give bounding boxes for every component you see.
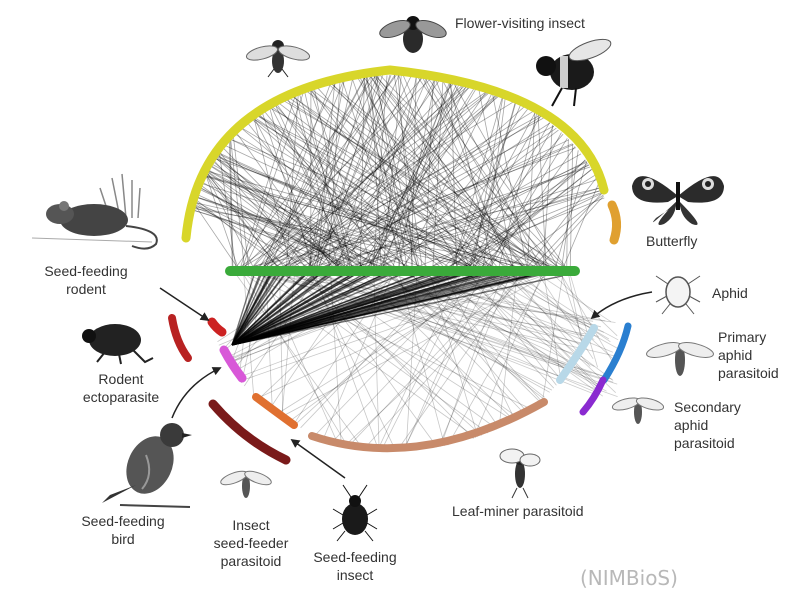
aphid-icon xyxy=(656,276,700,314)
butterfly-icon xyxy=(632,176,724,225)
beetle-icon xyxy=(333,485,377,541)
wasp-icon xyxy=(645,340,715,376)
label-secondary-aphid-parasitoid: Secondary aphid parasitoid xyxy=(674,398,741,452)
flea-icon xyxy=(82,324,153,364)
seed-feeding-rodent-arc xyxy=(212,322,222,332)
bee-icon xyxy=(378,16,449,53)
rodent-arrow xyxy=(160,288,208,320)
aphid-arrow xyxy=(592,292,652,318)
fly-icon xyxy=(245,40,311,77)
mouse-icon xyxy=(32,174,157,249)
wasp-icon xyxy=(500,449,540,498)
label-seed-feeding-insect: Seed-feeding insect xyxy=(300,548,410,584)
bird-icon xyxy=(102,423,192,507)
label-primary-aphid-parasitoid: Primary aphid parasitoid xyxy=(718,328,798,382)
label-rodent-ectoparasite: Rodent ectoparasite xyxy=(66,370,176,406)
butterfly-arc xyxy=(612,205,617,240)
secondary-aphid-parasitoid-arc xyxy=(583,380,603,412)
label-seed-feeding-bird: Seed-feeding bird xyxy=(68,512,178,548)
bumblebee-icon xyxy=(536,35,613,106)
rodent-ectoparasite-arc xyxy=(172,318,188,358)
label-aphid: Aphid xyxy=(712,284,748,302)
credit-text: (NIMBioS) xyxy=(580,566,678,590)
label-leaf-miner-parasitoid: Leaf-miner parasitoid xyxy=(452,502,584,520)
label-butterfly: Butterfly xyxy=(646,232,697,250)
wasp-icon xyxy=(219,469,273,498)
label-insect-seed-feeder-parasitoid: Insect seed-feeder parasitoid xyxy=(196,516,306,570)
label-flower-visiting-insect: Flower-visiting insect xyxy=(455,14,585,32)
label-seed-feeding-rodent: Seed-feeding rodent xyxy=(26,262,146,298)
wasp-icon xyxy=(611,396,665,424)
